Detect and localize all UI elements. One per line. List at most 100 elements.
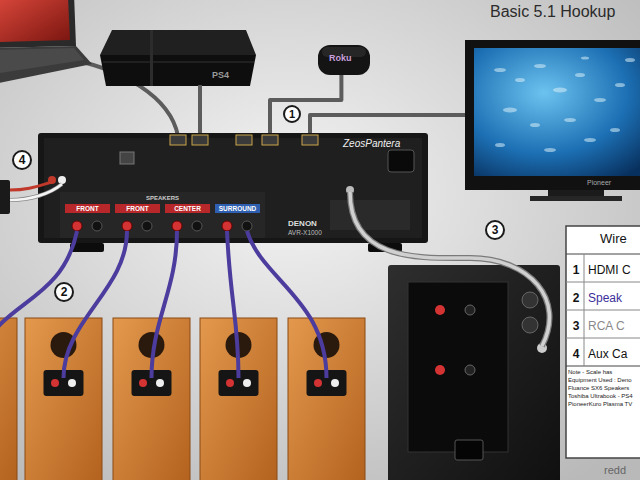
- television: Pioneer: [465, 40, 640, 190]
- watermark: redd: [604, 463, 638, 477]
- television: [474, 48, 640, 176]
- panel-label: SPEAKERS: [115, 194, 210, 203]
- television: [465, 40, 640, 201]
- av-receiver: [60, 192, 265, 238]
- television: [530, 123, 540, 127]
- laptop: [0, 48, 84, 74]
- television: [581, 57, 589, 60]
- av-receiver: [92, 221, 102, 231]
- legend-panel: [584, 254, 585, 366]
- television: [544, 148, 556, 152]
- av-receiver: [65, 204, 110, 213]
- watermark-label: ZeosPantera: [343, 138, 400, 150]
- channel-label: CENTER: [165, 204, 210, 213]
- aux-cable: [0, 180, 10, 214]
- av-receiver: [122, 221, 132, 231]
- speaker-wire: [247, 231, 327, 378]
- brand-label: Roku: [329, 53, 352, 63]
- legend-panel: [566, 338, 640, 339]
- speaker-wire: [0, 231, 77, 330]
- speaker: [113, 318, 190, 480]
- legend-entry: Speak: [588, 290, 622, 306]
- aux-cable: [0, 180, 62, 214]
- subwoofer: [465, 305, 475, 315]
- av-receiver: [72, 221, 82, 231]
- streaming-box: Roku: [318, 45, 370, 75]
- av-receiver: [192, 221, 202, 231]
- note-text: Toshiba Ultrabook - PS4: [568, 393, 636, 400]
- television: [495, 143, 505, 147]
- speaker: [139, 379, 147, 387]
- av-receiver: [242, 221, 252, 231]
- av-receiver: [115, 204, 160, 213]
- subwoofer: [388, 265, 560, 480]
- laptop: [0, 0, 70, 42]
- legend-panel: [566, 366, 640, 367]
- rca-cable: [350, 192, 550, 346]
- television: [594, 98, 606, 102]
- av-receiver: [38, 133, 428, 243]
- subwoofer: [388, 265, 560, 480]
- av-receiver: [222, 221, 232, 231]
- television: [564, 118, 576, 122]
- rca-cable: [350, 192, 550, 346]
- aux-cable: [10, 184, 62, 200]
- laptop: [0, 0, 76, 48]
- speaker: [0, 318, 17, 480]
- television: [610, 128, 620, 132]
- television: [548, 190, 604, 196]
- av-receiver: ZeosPanteraDENONAVR-X1000: [38, 133, 428, 243]
- legend-entry: Aux Ca: [588, 346, 627, 362]
- legend-panel: [566, 310, 640, 311]
- legend-number: 3: [569, 318, 583, 334]
- legend-number: 2: [569, 290, 583, 306]
- legend-panel: [566, 226, 640, 458]
- television: [494, 68, 506, 72]
- legend-number: 1: [569, 262, 583, 278]
- legend-entry: RCA C: [588, 318, 625, 334]
- av-receiver: [142, 221, 152, 231]
- speaker-wire: [152, 231, 178, 378]
- television: [575, 73, 585, 77]
- laptop: [0, 46, 92, 84]
- note-box: Note - Scale hasEquipment Used : DenoFlu…: [568, 369, 636, 409]
- note-text: PioneerKuro Plasma TV: [568, 401, 636, 408]
- laptop: [0, 0, 92, 84]
- subwoofer: [465, 365, 475, 375]
- speaker: [156, 379, 164, 387]
- television: [465, 40, 640, 190]
- television: [530, 196, 622, 201]
- callout-number: 3: [485, 220, 505, 240]
- hdmi-cable: [310, 115, 465, 133]
- television: [584, 138, 596, 142]
- game-console: [150, 30, 153, 86]
- note-text: Note - Scale has: [568, 369, 636, 376]
- television: [615, 83, 625, 87]
- subwoofer: [435, 365, 445, 375]
- model-label: AVR-X1000: [288, 229, 322, 236]
- speaker: [331, 379, 339, 387]
- subwoofer: [408, 282, 508, 452]
- legend-entry: HDMI C: [588, 262, 631, 278]
- streaming-box: [318, 45, 370, 75]
- hdmi-cable: [270, 75, 341, 133]
- subwoofer: [455, 440, 483, 460]
- speaker-wire: [227, 231, 239, 378]
- callout-number: 2: [54, 282, 74, 302]
- game-console: [100, 55, 256, 86]
- speaker-wire: [0, 231, 327, 378]
- legend-panel: Note - Scale hasEquipment Used : DenoFlu…: [566, 226, 640, 458]
- channel-label: FRONT: [65, 204, 110, 213]
- television: [625, 58, 635, 62]
- av-receiver: [120, 152, 134, 164]
- brand-label: DENON: [288, 219, 317, 228]
- game-console: [103, 62, 254, 63]
- brand-label: PS4: [212, 70, 229, 80]
- game-console: [100, 30, 256, 86]
- av-receiver: [330, 200, 410, 230]
- brand-label: Pioneer: [587, 179, 611, 187]
- channel-label: FRONT: [115, 204, 160, 213]
- game-console: [100, 30, 256, 55]
